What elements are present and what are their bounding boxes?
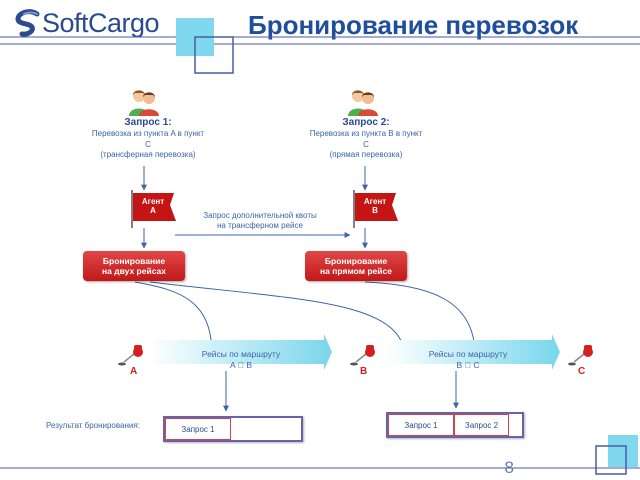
footer-square-outline [595,445,627,475]
booking-2-line1: Бронирование [324,256,388,266]
route-bc-line1: Рейсы по маршруту [428,349,508,359]
request-2-text: Запрос 2: Перевозка из пункта B в пункт … [286,117,446,161]
route-arrow-ab [150,334,332,370]
pushpin-icon [350,345,375,366]
request-2-title: Запрос 2: [342,117,390,128]
pushpin-icon [118,345,143,366]
quota-request-label: Запрос дополнительной квоты на трансферн… [180,211,340,231]
request-1-line1: Перевозка из пункта A в пункт [91,129,205,138]
logo-icon [15,9,40,37]
agent-a-line2: A [150,206,156,215]
flag-icon [131,190,176,228]
agent-b-label: Агент B [355,197,395,215]
result-box-2: Запрос 1 Запрос 2 [386,412,524,438]
booking-direct-flight: Бронирование на прямом рейсе [305,251,407,281]
request-1-text: Запрос 1: Перевозка из пункта A в пункт … [68,117,228,161]
page-title: Бронирование перевозок [248,10,579,40]
agent-a-line1: Агент [141,197,165,206]
route-bc-line2: B  C [457,360,480,370]
result-box-1-cell: Запрос 1 [165,418,231,440]
page-number: 8 [504,458,514,477]
point-c-label: C [578,366,586,377]
request-1-line2: C [145,139,151,149]
curve-booking2-route2 [364,281,476,356]
flag-icon [353,190,398,228]
result-box-2-cell-2: Запрос 2 [454,414,509,436]
people-icon [129,90,159,116]
route-ab-line2: A  B [230,360,252,370]
booking-1-line1: Бронирование [102,256,166,266]
route-bc-label: Рейсы по маршруту B  C [398,349,538,371]
logo-text: SoftCargo [42,8,160,38]
point-a-label: A [130,366,138,377]
agent-b-line1: Агент [363,197,387,206]
request-1-title: Запрос 1: [124,117,172,128]
result-box-1: Запрос 1 [163,416,303,442]
route-arrow-bc [385,334,560,370]
quota-request-line1: Запрос дополнительной квоты [203,211,317,220]
point-b-label: B [360,366,368,377]
request-2-line2: C [363,139,369,149]
booking-two-flights: Бронирование на двух рейсах [83,251,185,281]
deco-square-outline [194,36,234,74]
request-1-line3: (трансферная перевозка) [100,150,196,159]
quota-request-line2: на трансферном рейсе [217,221,303,230]
request-2-line3: (прямая перевозка) [329,150,403,159]
curve-booking1-route1 [134,281,213,356]
pushpin-icon [568,345,593,366]
route-ab-label: Рейсы по маршруту A  B [171,349,311,371]
people-icon [348,90,378,116]
booking-2-line2: на прямом рейсе [320,266,392,276]
booking-1-line2: на двух рейсах [102,266,166,276]
agent-a-label: Агент A [133,197,173,215]
footer-square [608,435,638,467]
agent-b-line2: B [372,206,378,215]
request-2-line1: Перевозка из пункта B в пункт [309,129,423,138]
route-ab-line1: Рейсы по маршруту [201,349,281,359]
curve-booking1-route2 [149,281,406,356]
result-label: Результат бронирования: [46,421,140,430]
result-box-2-cell-1: Запрос 1 [388,414,454,436]
